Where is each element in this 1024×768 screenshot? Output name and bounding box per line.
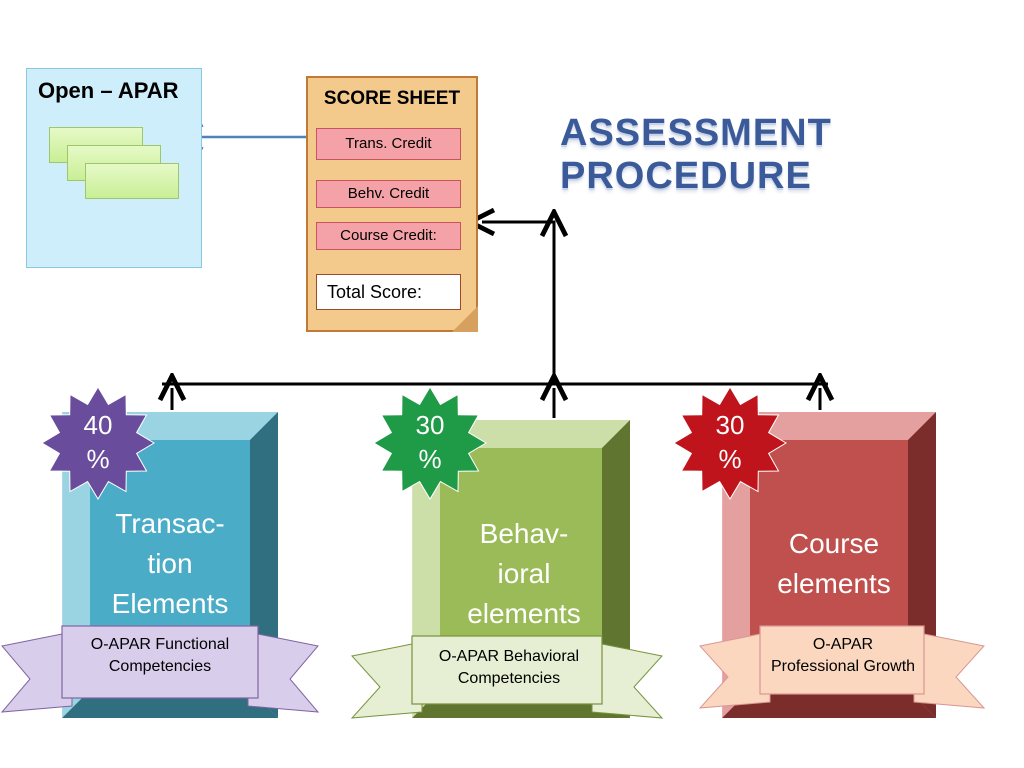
open-apar-panel[interactable] (26, 68, 202, 268)
score-sheet-title: SCORE SHEET (323, 88, 461, 109)
ribbon-professional: O-APAR Professional Growth (740, 634, 946, 678)
ribbon-line: Competencies (108, 658, 212, 675)
ribbon-line: O-APAR Behavioral (438, 648, 580, 665)
behv-credit-field[interactable]: Behv. Credit (316, 180, 461, 208)
ribbon-band (759, 625, 925, 695)
weight-badge-course: 30 % (700, 408, 760, 476)
title-line: tion (147, 548, 193, 579)
percent-value: 40 (83, 410, 113, 440)
title-line: Behav- (479, 518, 569, 549)
ribbon-tail-left (698, 631, 771, 709)
ribbon-line: Competencies (457, 670, 561, 687)
course-credit-field[interactable]: Course Credit: (316, 222, 461, 250)
ribbon-behavioral: O-APAR Behavioral Competencies (412, 646, 606, 690)
percent-sign: % (86, 444, 110, 474)
course-elements-label: Course elements (754, 524, 914, 604)
percent-sign: % (718, 444, 742, 474)
title-line: elements (777, 568, 891, 599)
ribbon-band (411, 635, 603, 705)
ribbon-tail-right (591, 641, 664, 719)
transaction-elements-label: Transac- tion Elements (90, 504, 250, 624)
trans-credit-field[interactable]: Trans. Credit (316, 128, 461, 160)
page-heading: ASSESSMENT PROCEDURE (560, 112, 832, 197)
ribbon-line: O-APAR Functional (90, 636, 230, 653)
weight-badge-behavioral: 30 % (400, 408, 460, 476)
ribbon-tail-right (247, 631, 320, 713)
box-bottom-bevel (722, 690, 936, 718)
behavioral-elements-label: Behav- ioral elements (444, 514, 604, 634)
percent-value: 30 (715, 410, 745, 440)
title-line: ioral (497, 558, 551, 589)
title-line: Course (788, 528, 880, 559)
weight-starburst (373, 386, 487, 500)
ribbon-tail-left (350, 641, 423, 719)
apar-card-3 (85, 163, 179, 199)
total-score-field[interactable]: Total Score: (316, 274, 461, 310)
weight-starburst (41, 386, 155, 500)
ribbon-functional: O-APAR Functional Competencies (68, 634, 252, 678)
ribbon-line: O-APAR (812, 636, 874, 653)
weight-badge-transaction: 40 % (68, 408, 128, 476)
title-line: Transac- (115, 508, 225, 539)
percent-sign: % (418, 444, 442, 474)
ribbon-tail-left (0, 631, 73, 713)
connector-to-score (482, 222, 556, 384)
ribbon-tail-right (913, 631, 986, 709)
percent-value: 30 (415, 410, 445, 440)
weight-starburst (673, 386, 787, 500)
box-side-bevel (602, 420, 630, 718)
title-line: Elements (111, 588, 229, 619)
ribbon-line: Professional Growth (770, 658, 916, 675)
open-apar-title: Open – APAR (38, 78, 179, 103)
ribbon-band (61, 625, 259, 699)
title-line: elements (467, 598, 581, 629)
